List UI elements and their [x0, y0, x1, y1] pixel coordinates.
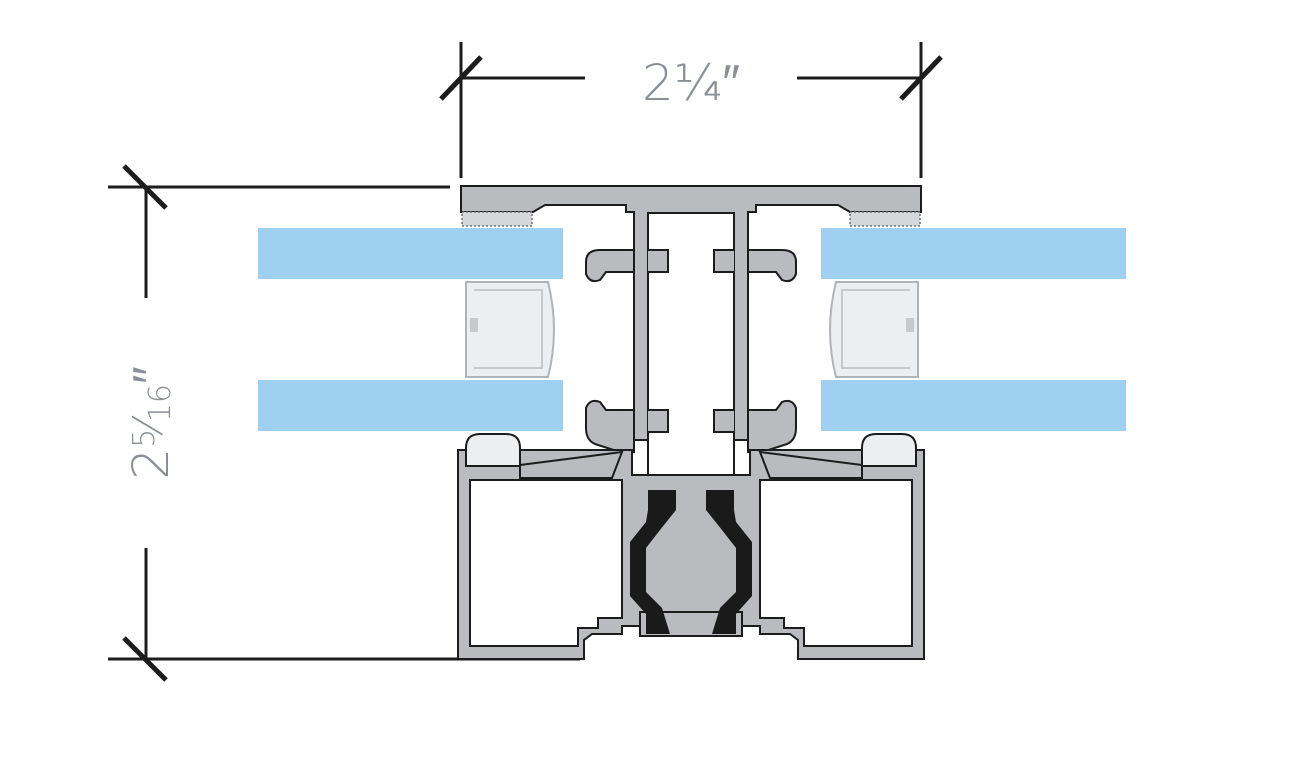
spacer-right-channel	[841, 289, 910, 369]
spacer-left	[465, 281, 555, 378]
glass-right	[821, 228, 1126, 431]
thermal-break	[630, 490, 752, 634]
width-tick-left	[439, 55, 483, 101]
barb-lower-right	[747, 399, 797, 453]
glass-pane-left-outer	[258, 228, 563, 279]
gasket-right	[861, 433, 917, 467]
spacer-left-clip	[470, 318, 478, 332]
height-tick-bottom	[122, 636, 168, 682]
spacer-right-clip	[906, 318, 914, 332]
height-dimension: 25⁄16″	[108, 164, 580, 682]
height-label: 25⁄16″	[122, 366, 180, 479]
glazing-tape-left	[461, 211, 533, 227]
width-dimension: 2¼″	[439, 42, 943, 178]
mullion-tube-cavity-right	[759, 479, 913, 647]
mullion-tube-cavity-left	[469, 479, 623, 647]
width-tick-right	[899, 55, 943, 101]
glass-pane-left-inner	[258, 380, 563, 431]
height-tick-top	[122, 164, 168, 210]
gasket-left	[465, 433, 521, 467]
spacer-left-channel	[474, 289, 543, 369]
width-label: 2¼″	[642, 54, 740, 112]
pressure-plate	[460, 185, 922, 476]
barb-upper-right	[747, 249, 797, 283]
barb-upper-inner-right	[713, 249, 734, 273]
barb-lower-inner-left	[648, 409, 669, 433]
barb-upper-inner-left	[648, 249, 669, 273]
glass-pane-right-inner	[821, 380, 1126, 431]
glass-left	[258, 228, 563, 431]
interior-gaskets	[465, 433, 917, 467]
thermal-break-right	[706, 490, 752, 634]
mullion-tube	[457, 449, 925, 660]
spacer-right	[829, 281, 919, 378]
thermal-break-left	[630, 490, 676, 634]
barb-lower-left	[585, 399, 635, 453]
barb-upper-left	[585, 249, 635, 283]
barb-lower-inner-right	[713, 409, 734, 433]
glazing-tape-right	[849, 211, 921, 227]
glass-pane-right-outer	[821, 228, 1126, 279]
glazing-leg-left	[519, 450, 624, 479]
glazing-leg-right	[758, 450, 863, 479]
